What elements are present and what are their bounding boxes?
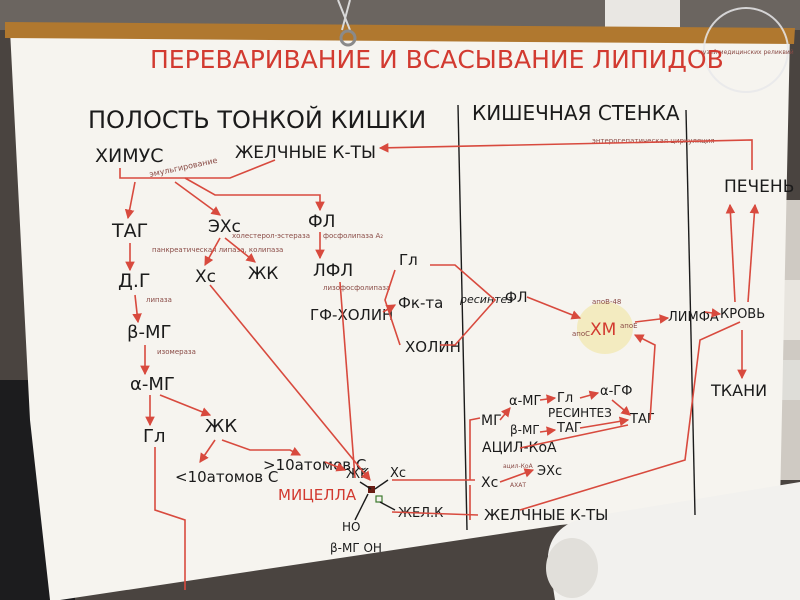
dg-label: Д.Г [118,270,150,292]
tag-label: ТАГ [111,220,148,242]
ehs-label: ЭХс [208,217,241,237]
xc-label: Хс [195,267,216,287]
red-connectors [119,139,760,590]
chylomicron-glow [577,302,633,354]
micelle-xc-label: Хс [390,466,406,481]
lysophospholipase-label: лизофосфолипаза [323,284,390,292]
b-mg2-label: β-МГ [510,423,540,437]
tissues-label: ТКАНИ [710,381,767,400]
micelle-label: МИЦЕЛЛА [278,486,357,504]
resynthesis-label: ресинтез [459,293,513,306]
divider-right [685,109,696,516]
gf-cholin-label: ГФ-ХОЛИН [310,306,393,324]
phospholipase-label: фосфолипаза A₂ [323,232,383,240]
apo-c-label: апоС [572,330,590,338]
a-gf-label: α-ГФ [600,384,632,399]
tag2-label: ТАГ [556,421,582,436]
tag3-label: ТАГ [629,412,655,427]
liver-label: ПЕЧЕНЬ [724,177,794,197]
paper-roll [548,482,800,600]
fatty-acid-label: ЖК [205,416,237,437]
blood-label: КРОВЬ [720,307,765,322]
chylomicron-label: ХМ [590,320,616,340]
ahat-label: АХАТ [510,482,526,489]
hanging-hook [339,29,357,47]
micelle-square [375,495,383,503]
watermark-seal [703,7,789,93]
micelle-strokes [354,479,396,521]
fk-ta-label: Фк-та [398,294,443,312]
lymph-label: ЛИМФА [668,310,719,325]
cholesterol-esterase-label: холестерол-эстераза [232,232,310,240]
bile-acids2-label: ЖЕЛЧНЫЕ К-ТЫ [484,506,608,524]
wooden-rail [5,22,795,44]
ehs2-label: ЭХс [537,464,562,479]
micelle-core [368,486,375,493]
lipase-label: липаза [146,296,172,304]
xc2-label: Хс [481,475,498,491]
acyl-coa-small-label: ацил-КоА [503,463,534,470]
mg-label: МГ [481,413,502,429]
gl3-label: Гл [557,391,573,406]
enterohepatic-label: энтерогепатическая циркуляция [592,137,715,145]
pancreatic-lipase-label: панкреатическая липаза, колипаза [152,246,283,254]
hanging-string [337,0,351,31]
lfl-label: ЛФЛ [313,261,353,281]
chyme-label: ХИМУС [95,145,163,167]
a-mg-label: α-МГ [130,374,175,395]
b-mg-label: β-МГ [127,322,172,343]
middle-column-header: КИШЕЧНАЯ СТЕНКА [472,101,680,125]
divider-left [457,104,468,531]
fl2-label: ФЛ [505,290,528,306]
resynthesis2-label: РЕСИНТЕЗ [548,406,612,420]
watermark-text: музей медицинских реликвий [698,49,794,56]
apo-e-label: апоЕ [620,322,638,330]
apo-b48-label: апоВ-48 [592,298,621,306]
micelle-bmg-label: β-МГ ОН [330,541,382,555]
bile-acids-label: ЖЕЛЧНЫЕ К-ТЫ [235,143,376,163]
left-column-header: ПОЛОСТЬ ТОНКОЙ КИШКИ [88,105,426,134]
isomerase-label: изомераза [157,348,196,356]
micelle-ho-label: НО [342,520,360,534]
lt10-label: <10атомов С [175,468,278,486]
fl-label: ФЛ [308,212,335,232]
glycerol-label: Гл [143,426,165,447]
gl2-label: Гл [399,251,418,269]
a-mg2-label: α-МГ [509,394,541,409]
zhk-label: ЖК [248,264,278,284]
cholin-label: ХОЛИН [405,338,461,356]
poster-title: ПЕРЕВАРИВАНИЕ И ВСАСЫВАНИЕ ЛИПИДОВ [150,45,724,74]
paper-roll-end [546,538,598,598]
